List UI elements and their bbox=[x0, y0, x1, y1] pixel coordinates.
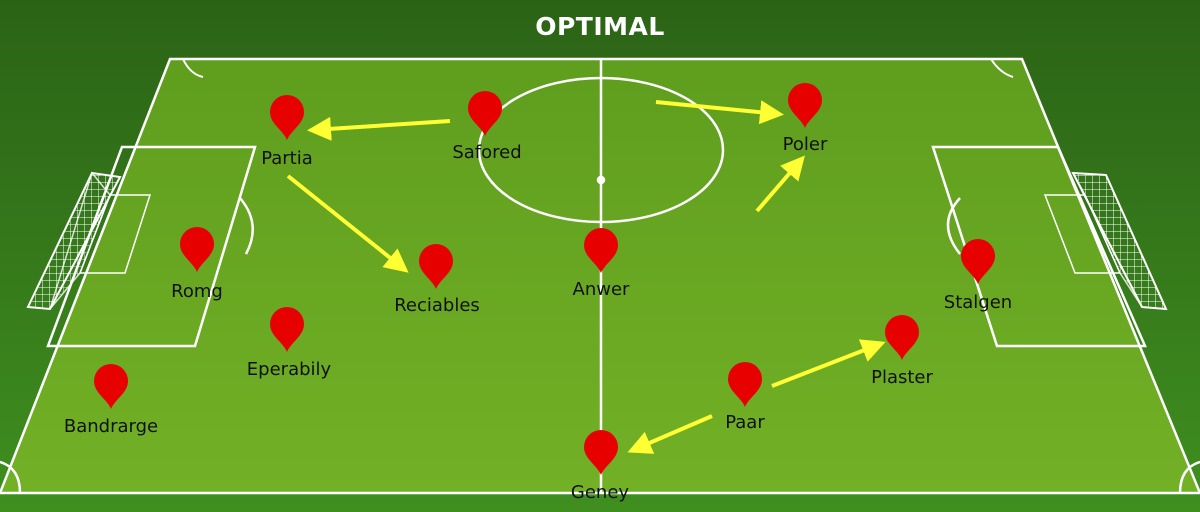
player-partia: Partia bbox=[261, 95, 313, 169]
player-bandrarge: Bandrarge bbox=[64, 364, 158, 437]
location-pin-icon bbox=[270, 95, 304, 140]
location-pin-icon bbox=[788, 83, 822, 128]
player-label: Poler bbox=[783, 134, 828, 155]
diagram-title: OPTIMAL bbox=[535, 12, 665, 41]
corner-arc-bottom-left bbox=[0, 460, 22, 494]
location-pin-icon bbox=[270, 307, 304, 352]
touchline-boundary bbox=[0, 57, 1200, 495]
player-geney: Geney bbox=[571, 430, 630, 503]
player-label: Romg bbox=[171, 281, 223, 302]
center-circle bbox=[477, 76, 725, 224]
player-label: Paar bbox=[725, 412, 765, 433]
location-pin-icon bbox=[180, 227, 214, 272]
player-anwer: Anwer bbox=[573, 228, 631, 300]
player-eperabily: Eperabily bbox=[247, 307, 332, 380]
corner-arc-top-right bbox=[990, 58, 1014, 78]
right-goal-side bbox=[1072, 172, 1143, 308]
player-plaster: Plaster bbox=[871, 315, 933, 388]
location-pin-icon bbox=[584, 430, 618, 475]
corner-arc-bottom-right bbox=[1178, 460, 1200, 494]
location-pin-icon bbox=[584, 228, 618, 273]
player-safored: Safored bbox=[452, 91, 522, 163]
player-label: Safored bbox=[452, 142, 521, 163]
player-stalgen: Stalgen bbox=[944, 239, 1012, 313]
location-pin-icon bbox=[885, 315, 919, 360]
player-poler: Poler bbox=[783, 83, 828, 155]
arrow-safored-to-poler bbox=[655, 100, 784, 125]
left-goal-side bbox=[49, 171, 111, 310]
corner-arc-top-left bbox=[182, 58, 204, 78]
arrow-paar-to-geney bbox=[627, 414, 713, 454]
player-reciables: Reciables bbox=[394, 244, 480, 316]
arrow-anwer-to-poler bbox=[755, 155, 805, 213]
player-label: Stalgen bbox=[944, 292, 1012, 313]
center-spot bbox=[596, 175, 606, 185]
player-label: Reciables bbox=[394, 295, 480, 316]
arrow-paar-to-plaster bbox=[771, 339, 886, 388]
location-pin-icon bbox=[468, 91, 502, 136]
player-label: Partia bbox=[261, 148, 313, 169]
player-romg: Romg bbox=[171, 227, 223, 302]
right-goal bbox=[1071, 171, 1168, 311]
location-pin-icon bbox=[94, 364, 128, 409]
location-pin-icon bbox=[728, 362, 762, 407]
right-penalty-arc bbox=[946, 197, 961, 255]
location-pin-icon bbox=[961, 239, 995, 284]
left-goal bbox=[26, 171, 122, 311]
pass-arrows bbox=[286, 100, 886, 454]
arrow-safored-to-partia bbox=[307, 116, 451, 141]
player-label: Anwer bbox=[573, 279, 631, 300]
arrow-partia-to-reciables bbox=[286, 174, 409, 273]
player-label: Geney bbox=[571, 482, 630, 503]
player-label: Plaster bbox=[871, 367, 933, 388]
location-pin-icon bbox=[419, 244, 453, 289]
player-label: Bandrarge bbox=[64, 416, 158, 437]
player-label: Eperabily bbox=[247, 359, 332, 380]
left-penalty-arc bbox=[239, 197, 254, 255]
player-paar: Paar bbox=[725, 362, 765, 433]
